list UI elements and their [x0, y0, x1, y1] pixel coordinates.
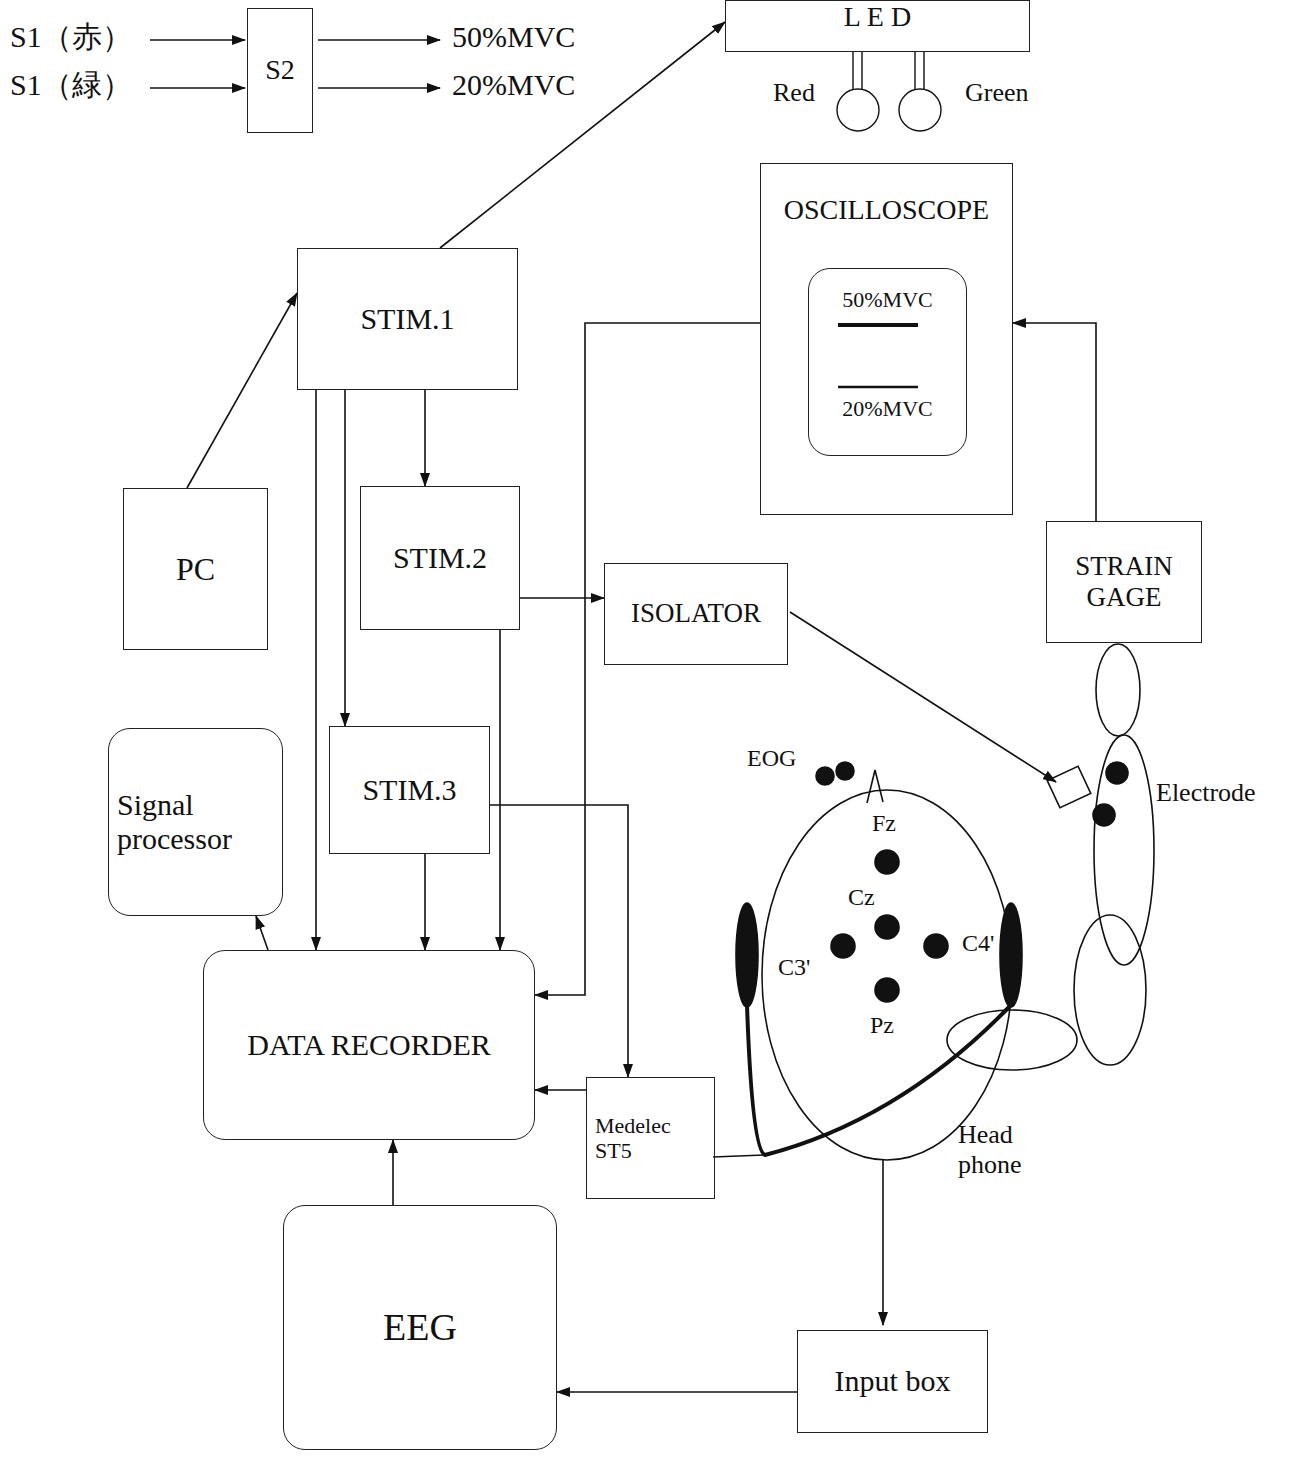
- led-lamps: [837, 52, 941, 131]
- signal-connector: [344, 390, 346, 726]
- node-text: L E D: [844, 1, 911, 33]
- oscilloscope-box: OSCILLOSCOPE 50%MVC 20%MVC: [760, 163, 1013, 515]
- signal-connector: [256, 916, 268, 950]
- arm-figure: [790, 612, 1154, 1070]
- signal-connector: [557, 1391, 797, 1393]
- signal-connector: [1013, 323, 1096, 521]
- signal-connector: [187, 293, 297, 488]
- text-label: Red: [773, 78, 815, 108]
- signal-connector: [535, 323, 760, 995]
- text-label: EOG: [747, 745, 796, 773]
- signal-connector: [535, 1089, 586, 1091]
- signal-connector: [424, 854, 426, 950]
- text-label: Pz: [870, 1012, 894, 1040]
- node-text: STRAIN GAGE: [1055, 551, 1193, 613]
- signal-connector: [424, 390, 426, 486]
- node-text: OSCILLOSCOPE: [784, 194, 989, 226]
- led-box: L E D: [725, 0, 1030, 52]
- node-text: STIM.2: [393, 541, 487, 576]
- head-figure: [713, 762, 1022, 1325]
- node-text: 20%MVC: [842, 396, 932, 421]
- text-label: Cz: [848, 884, 875, 912]
- text-label: C3': [778, 954, 810, 982]
- signal-processor-box: Signal processor: [108, 728, 283, 916]
- text-label: S1（緑）: [10, 68, 132, 103]
- input-box: Input box: [797, 1330, 988, 1433]
- eeg-box: EEG: [283, 1205, 557, 1450]
- node-text: Input box: [835, 1364, 951, 1399]
- stimulator-box: STIM.2: [360, 486, 520, 630]
- text-label: Head phone: [958, 1120, 1058, 1180]
- strain-gage-box: STRAIN GAGE: [1046, 521, 1202, 643]
- signal-connector: [440, 22, 725, 248]
- node-text: 50%MVC: [842, 287, 932, 312]
- text-label: Green: [965, 78, 1029, 108]
- text-label: 50%MVC: [452, 20, 575, 55]
- stimulator-box: STIM.1: [297, 248, 518, 390]
- node-text: PC: [176, 551, 215, 588]
- stimulator-box: STIM.3: [329, 726, 490, 854]
- node-text: S2: [265, 54, 295, 86]
- text-label: 20%MVC: [452, 68, 575, 103]
- signal-connector: [490, 805, 628, 1077]
- isolator-box: ISOLATOR: [604, 563, 788, 665]
- amplifier-box: Medelec ST5: [586, 1077, 715, 1199]
- node-text: Medelec ST5: [595, 1113, 706, 1164]
- text-label: S1（赤）: [10, 20, 132, 55]
- text-label: Fz: [872, 810, 896, 838]
- node-text: Signal processor: [117, 788, 274, 857]
- node-text: DATA RECORDER: [247, 1028, 490, 1063]
- signal-connector: [520, 597, 604, 599]
- node-text: STIM.3: [362, 773, 456, 808]
- node-text: STIM.1: [360, 302, 454, 337]
- signal-connector: [315, 390, 317, 950]
- scope-screen: 50%MVC 20%MVC: [808, 268, 967, 456]
- signal-connector: [499, 630, 501, 950]
- node-text: EEG: [383, 1306, 457, 1350]
- text-label: Electrode: [1156, 778, 1256, 808]
- pc-box: PC: [123, 488, 268, 650]
- scope-traces: [838, 325, 918, 387]
- data-recorder-box: DATA RECORDER: [203, 950, 535, 1140]
- signal-connector: [392, 1140, 394, 1205]
- signal-arrows: [150, 40, 440, 88]
- node-text: ISOLATOR: [631, 598, 761, 629]
- text-label: C4': [962, 930, 994, 958]
- selector-box: S2: [247, 8, 313, 133]
